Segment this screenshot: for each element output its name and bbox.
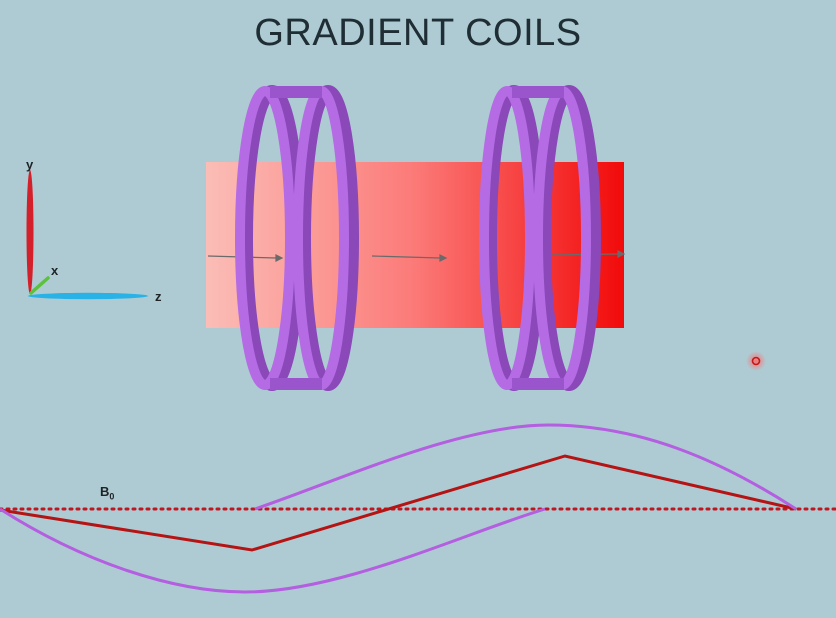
right-coil-pair	[479, 85, 601, 391]
y-axis-label: y	[26, 157, 34, 172]
coordinate-axes	[26, 170, 148, 300]
red-dot-marker	[746, 351, 766, 371]
y-axis	[26, 170, 34, 294]
b0-label-subscript: 0	[109, 491, 115, 502]
field-arrows	[207, 250, 626, 262]
z-axis	[28, 292, 148, 300]
gradient-field-line	[0, 454, 797, 552]
x-axis-label: x	[51, 263, 59, 278]
z-axis-label: z	[155, 289, 162, 304]
page-title: GRADIENT COILS	[254, 12, 582, 54]
b0-label: B0	[100, 484, 114, 502]
left-coil-field-curve	[0, 507, 546, 594]
x-axis	[29, 276, 50, 295]
b0-label-text: B	[100, 484, 110, 499]
right-coil-field-curve	[254, 423, 797, 511]
magnetic-field-block	[206, 162, 624, 328]
left-coil-pair	[235, 85, 359, 391]
